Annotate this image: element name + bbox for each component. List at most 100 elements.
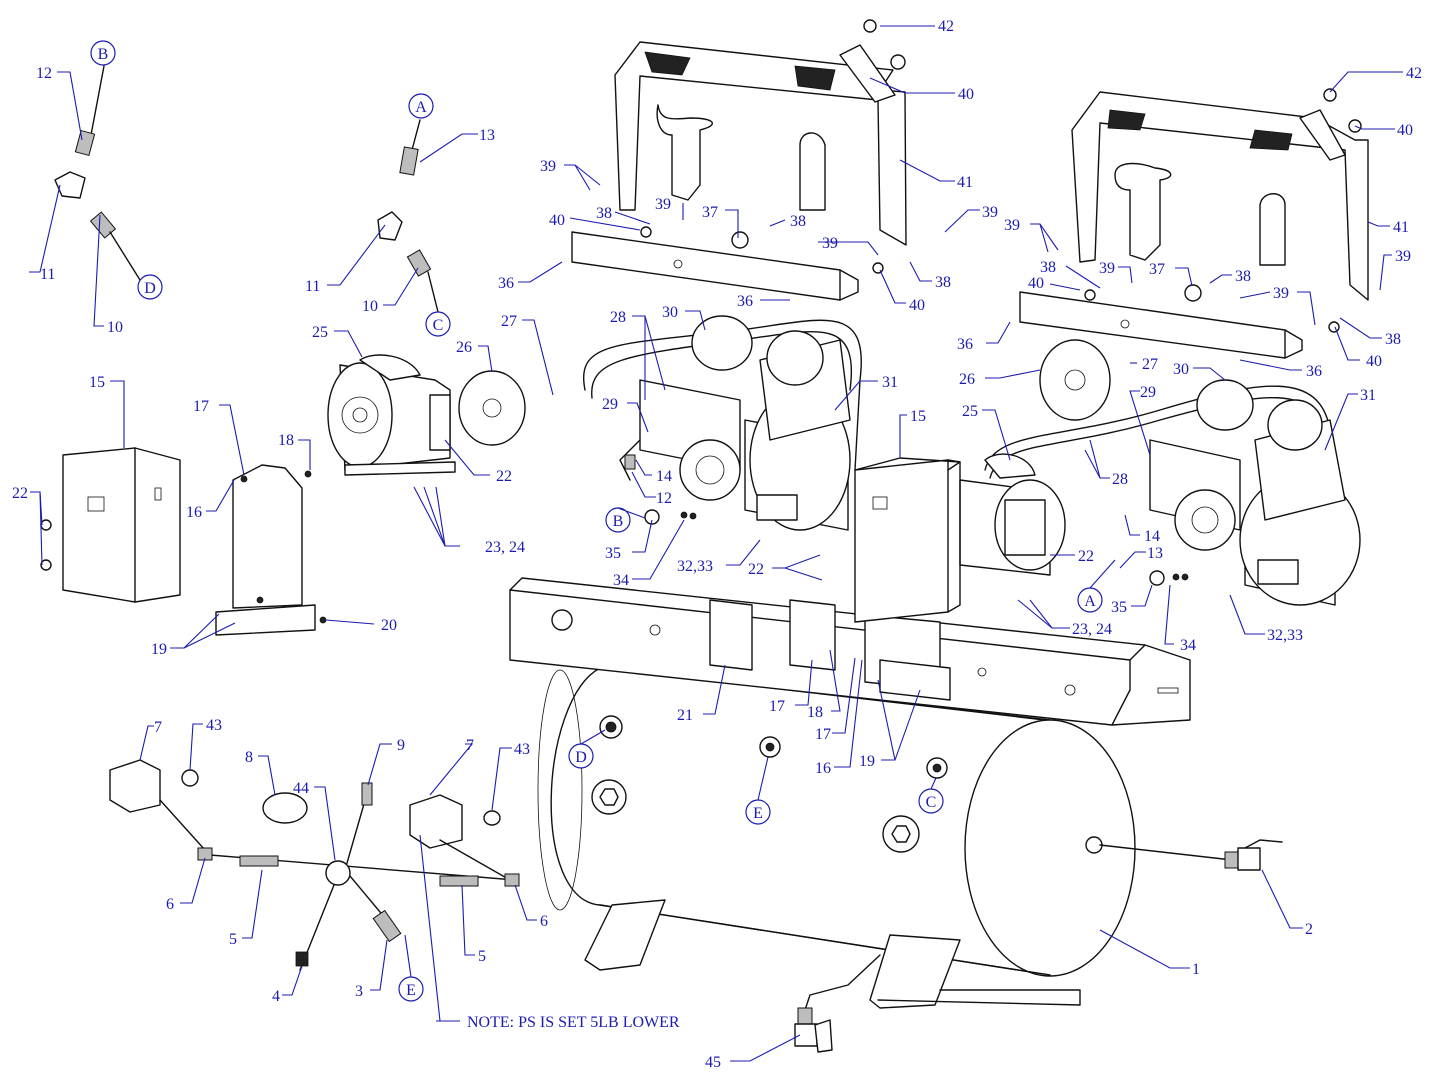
callout-label: 38	[1385, 331, 1401, 348]
callout-label: 5	[478, 948, 486, 965]
callout-label: 22	[12, 485, 28, 502]
port-markers: B D A C B A D E C E	[90, 40, 1116, 1002]
callout-label: 32,33	[677, 558, 713, 575]
callout-label: 21	[677, 707, 693, 724]
callout-label: 39	[1395, 248, 1411, 265]
callout-label: 39	[822, 235, 838, 252]
air-tank	[537, 667, 1136, 1009]
callout-label: 39	[1099, 260, 1115, 277]
callout-label: 28	[1112, 471, 1128, 488]
callout-label: 11	[305, 278, 320, 295]
callout-label: 18	[807, 704, 823, 721]
callout-label: 30	[1173, 361, 1189, 378]
callout-label: 39	[1273, 285, 1289, 302]
control-box-detail	[40, 447, 181, 603]
callout-label: 17	[769, 698, 785, 715]
callout-label: 4	[272, 988, 280, 1005]
port-marker: B	[98, 46, 109, 63]
callout-label: 43	[206, 717, 222, 734]
callout-label: 27	[501, 313, 517, 330]
callout-label: 16	[815, 760, 831, 777]
motor-detail	[327, 354, 526, 476]
callout-label: 18	[278, 432, 294, 449]
control-box-right	[854, 457, 961, 623]
tank-drain-valve	[794, 954, 881, 1053]
callout-label: 9	[397, 737, 405, 754]
belt-guard-right	[1071, 88, 1369, 301]
callout-label: 17	[815, 726, 831, 743]
callout-label: 13	[1147, 545, 1163, 562]
port-marker: E	[406, 982, 416, 999]
callout-label: 45	[705, 1054, 721, 1071]
shroud-bracket-left	[571, 226, 884, 301]
callout-label: 22	[748, 561, 764, 578]
callout-label: 32,33	[1267, 627, 1303, 644]
callout-label: 39	[1004, 217, 1020, 234]
callout-label: 42	[1406, 65, 1422, 82]
callout-label: 38	[1235, 268, 1251, 285]
callout-label: 19	[859, 753, 875, 770]
callout-label: 36	[1306, 363, 1322, 380]
fittings-set-1	[54, 65, 439, 313]
callout-label: 19	[151, 641, 167, 658]
callout-label: 8	[245, 749, 253, 766]
callout-label: 38	[1040, 259, 1056, 276]
callout-label: 29	[1140, 384, 1156, 401]
callout-label: 43	[514, 741, 530, 758]
callout-label: 26	[959, 371, 975, 388]
callout-label: 15	[910, 408, 926, 425]
callout-label: 26	[456, 339, 472, 356]
callout-label: 25	[962, 403, 978, 420]
port-marker: A	[1084, 593, 1096, 610]
callout-label: 20	[381, 617, 397, 634]
callout-label: 41	[1393, 219, 1409, 236]
motor-right	[959, 339, 1111, 576]
callout-label: 14	[656, 468, 672, 485]
drain-valve	[1099, 839, 1283, 871]
callout-label: 11	[40, 266, 55, 283]
base-frame	[509, 577, 1191, 726]
pump-assembly-right	[984, 379, 1361, 606]
callout-label: 3	[355, 983, 363, 1000]
port-marker: A	[415, 99, 427, 116]
callout-label: 44	[293, 780, 309, 797]
callout-label: 41	[957, 174, 973, 191]
callout-label: 36	[498, 275, 514, 292]
port-marker: E	[753, 805, 763, 822]
callout-label: 12	[656, 490, 672, 507]
callout-label: 40	[958, 86, 974, 103]
callout-label: 2	[1305, 921, 1313, 938]
callout-label: 7	[154, 719, 162, 736]
callout-label: 40	[1028, 275, 1044, 292]
port-marker: D	[144, 280, 156, 297]
leader-lines	[29, 25, 1403, 1062]
callout-label: 38	[935, 274, 951, 291]
callout-label: 40	[909, 297, 925, 314]
port-marker: D	[575, 749, 587, 766]
callout-label: 14	[1144, 528, 1160, 545]
callout-label: 5	[229, 931, 237, 948]
callout-labels: 12 11 10 13 11 10 25 26 27 22 23, 24 15 …	[12, 18, 1422, 1071]
callout-label: 34	[613, 572, 629, 589]
callout-label: 40	[1397, 122, 1413, 139]
callout-label: 36	[737, 293, 753, 310]
callout-label: 35	[1111, 599, 1127, 616]
callout-label: 25	[312, 324, 328, 341]
callout-label: 23, 24	[485, 539, 525, 556]
port-marker: C	[926, 794, 937, 811]
callout-label: 39	[982, 204, 998, 221]
callout-label: 36	[957, 336, 973, 353]
pump-assembly-left	[583, 315, 862, 531]
callout-label: 29	[602, 396, 618, 413]
callout-label: 16	[186, 504, 202, 521]
mounting-plate-detail	[215, 464, 327, 636]
callout-label: 38	[596, 205, 612, 222]
port-marker: C	[433, 317, 444, 334]
callout-label: 37	[702, 204, 718, 221]
callout-label: 22	[496, 468, 512, 485]
callout-label: 31	[882, 374, 898, 391]
callout-label: 39	[655, 196, 671, 213]
belt-guard-left	[614, 19, 907, 246]
callout-label: 6	[166, 896, 174, 913]
